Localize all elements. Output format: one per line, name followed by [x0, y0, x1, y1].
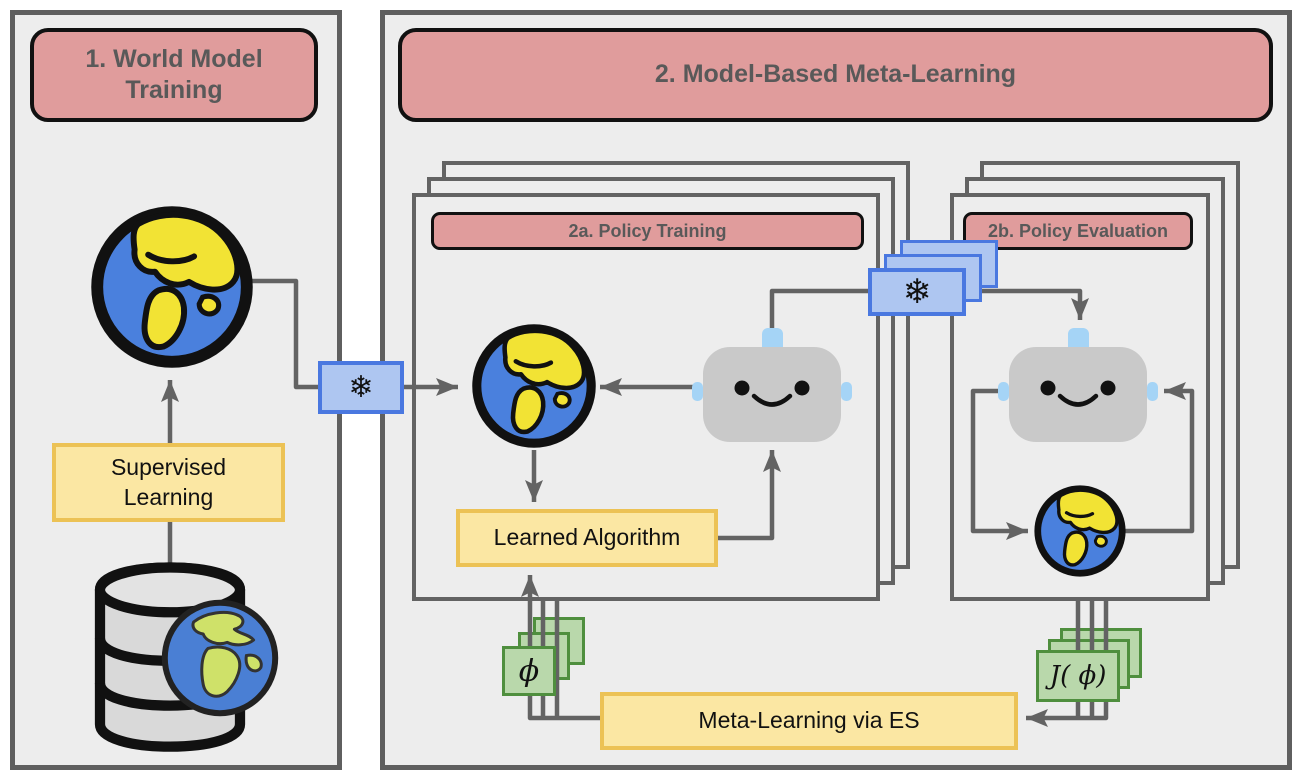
meta-learning-es-box: Meta-Learning via ES: [600, 692, 1018, 750]
phi-box: ϕ: [502, 646, 556, 696]
snowflake-icon: ❄: [902, 272, 932, 312]
frozen-world-model-box: ❄: [318, 361, 404, 414]
learned-algorithm-box: Learned Algorithm: [456, 509, 718, 567]
arrow-world-model-to-agent-2b: [1122, 382, 1195, 534]
snowflake-icon: ❄: [348, 370, 374, 405]
supervised-learning-box: Supervised Learning: [52, 443, 285, 522]
policy-evaluation-header: 2b. Policy Evaluation: [963, 212, 1193, 250]
phi-label: ϕ: [518, 653, 540, 689]
learned-algorithm-label: Learned Algorithm: [493, 524, 681, 551]
supervised-learning-label: Supervised Learning: [110, 453, 227, 510]
earth-globe-icon: [161, 599, 279, 717]
robot-agent-icon: [692, 328, 852, 442]
meta-learning-title: 2. Model-Based Meta-Learning: [654, 60, 1017, 89]
policy-training-title: 2a. Policy Training: [568, 220, 727, 241]
policy-evaluation-title: 2b. Policy Evaluation: [987, 220, 1169, 241]
arrow-es-to-learned-algorithm: [521, 575, 600, 721]
robot-agent-icon: [998, 328, 1158, 442]
j-phi-box: J( ϕ): [1036, 650, 1120, 702]
meta-learning-es-label: Meta-Learning via ES: [698, 707, 920, 734]
frozen-policy-box: ❄: [868, 268, 966, 316]
arrow-agent-to-world-model-2b: [970, 388, 1028, 540]
world-model-training-title: 1. World Model Training: [85, 44, 263, 104]
arrow-learned-algorithm-to-agent: [718, 450, 781, 541]
j-phi-label: J( ϕ): [1049, 661, 1107, 691]
policy-training-header: 2a. Policy Training: [431, 212, 864, 250]
world-model-globe-icon: [1034, 485, 1126, 577]
arrow-j-phi-to-es: [1026, 601, 1109, 727]
world-model-training-header: 1. World Model Training: [30, 28, 318, 122]
meta-learning-header: 2. Model-Based Meta-Learning: [398, 28, 1273, 122]
world-model-globe-icon: [472, 324, 596, 448]
world-model-globe-icon: [91, 206, 253, 368]
